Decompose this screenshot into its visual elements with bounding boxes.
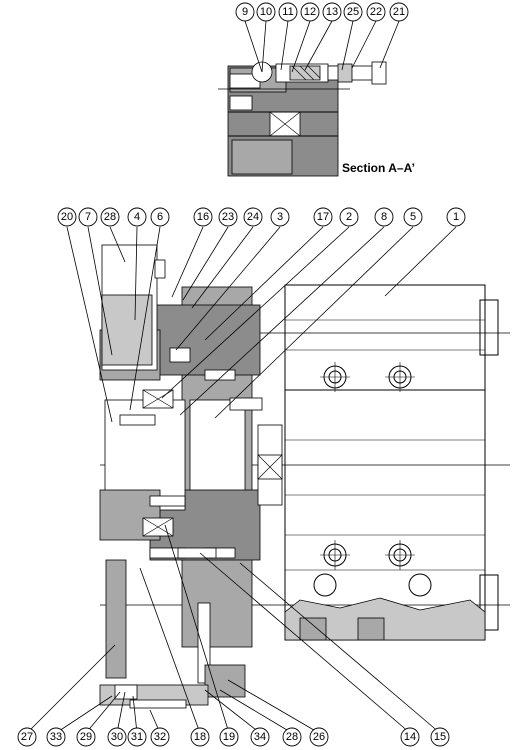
- svg-text:5: 5: [410, 211, 416, 223]
- callout: 19: [219, 727, 239, 747]
- callout: 17: [313, 207, 333, 227]
- callout: 9: [235, 2, 255, 22]
- callout: 22: [366, 2, 386, 22]
- svg-text:8: 8: [381, 211, 387, 223]
- svg-text:34: 34: [254, 731, 266, 743]
- callout: 28: [282, 727, 302, 747]
- callout: 16: [193, 207, 213, 227]
- callout: 15: [430, 727, 450, 747]
- callout: 24: [243, 207, 263, 227]
- callout: 23: [218, 207, 238, 227]
- main-cross-section: [99, 244, 510, 709]
- callout: 4: [127, 207, 147, 227]
- svg-text:20: 20: [61, 211, 73, 223]
- leader-lines: [26, 20, 457, 734]
- callout: 5: [403, 207, 423, 227]
- svg-text:3: 3: [277, 211, 283, 223]
- callout: 20: [57, 207, 77, 227]
- callout: 31: [127, 727, 147, 747]
- svg-text:32: 32: [154, 731, 166, 743]
- callout: 26: [309, 727, 329, 747]
- callout-group-top: 9 10 11 12 13 25 22 21: [235, 2, 409, 22]
- callout: 29: [76, 727, 96, 747]
- callout: 33: [46, 727, 66, 747]
- svg-text:1: 1: [453, 211, 459, 223]
- callout: 27: [17, 727, 37, 747]
- callout: 2: [339, 207, 359, 227]
- svg-text:25: 25: [347, 6, 359, 18]
- callout: 8: [374, 207, 394, 227]
- svg-text:13: 13: [326, 6, 338, 18]
- callout: 11: [278, 2, 298, 22]
- svg-text:17: 17: [317, 211, 329, 223]
- callout: 28: [100, 207, 120, 227]
- section-title: Section A–A’: [342, 161, 415, 175]
- svg-text:31: 31: [131, 731, 143, 743]
- svg-text:24: 24: [247, 211, 259, 223]
- svg-text:12: 12: [304, 6, 316, 18]
- callout: 7: [78, 207, 98, 227]
- svg-text:2: 2: [346, 211, 352, 223]
- svg-text:9: 9: [242, 6, 248, 18]
- callout: 12: [300, 2, 320, 22]
- svg-text:30: 30: [111, 731, 123, 743]
- callout: 10: [256, 2, 276, 22]
- callout: 30: [107, 727, 127, 747]
- svg-text:27: 27: [21, 731, 33, 743]
- svg-text:29: 29: [80, 731, 92, 743]
- svg-text:23: 23: [222, 211, 234, 223]
- section-a-a-view: [218, 61, 387, 177]
- svg-text:26: 26: [313, 731, 325, 743]
- svg-text:16: 16: [197, 211, 209, 223]
- svg-text:15: 15: [434, 731, 446, 743]
- svg-text:19: 19: [223, 731, 235, 743]
- callout-group-main-top: 20 7 28 4 6 16 23 24 3 17 2 8 5 1: [57, 207, 466, 227]
- callout: 34: [250, 727, 270, 747]
- callout: 14: [400, 727, 420, 747]
- callout: 21: [389, 2, 409, 22]
- callout: 32: [150, 727, 170, 747]
- svg-text:33: 33: [50, 731, 62, 743]
- svg-text:21: 21: [393, 6, 405, 18]
- callout: 25: [343, 2, 363, 22]
- svg-text:7: 7: [85, 211, 91, 223]
- svg-text:28: 28: [104, 211, 116, 223]
- callout: 18: [190, 727, 210, 747]
- svg-text:4: 4: [134, 211, 140, 223]
- svg-text:28: 28: [286, 731, 298, 743]
- callout: 3: [270, 207, 290, 227]
- callout: 6: [150, 207, 170, 227]
- callout-group-bottom: 27 33 29 30 31 32 18 19 34 28 26 14 15: [17, 727, 450, 747]
- callout: 13: [322, 2, 342, 22]
- port-symbol: [313, 362, 432, 597]
- svg-text:18: 18: [194, 731, 206, 743]
- svg-text:14: 14: [404, 731, 416, 743]
- svg-text:10: 10: [260, 6, 272, 18]
- svg-text:11: 11: [282, 6, 293, 18]
- callout: 1: [446, 207, 466, 227]
- svg-text:22: 22: [370, 6, 382, 18]
- svg-text:6: 6: [157, 211, 163, 223]
